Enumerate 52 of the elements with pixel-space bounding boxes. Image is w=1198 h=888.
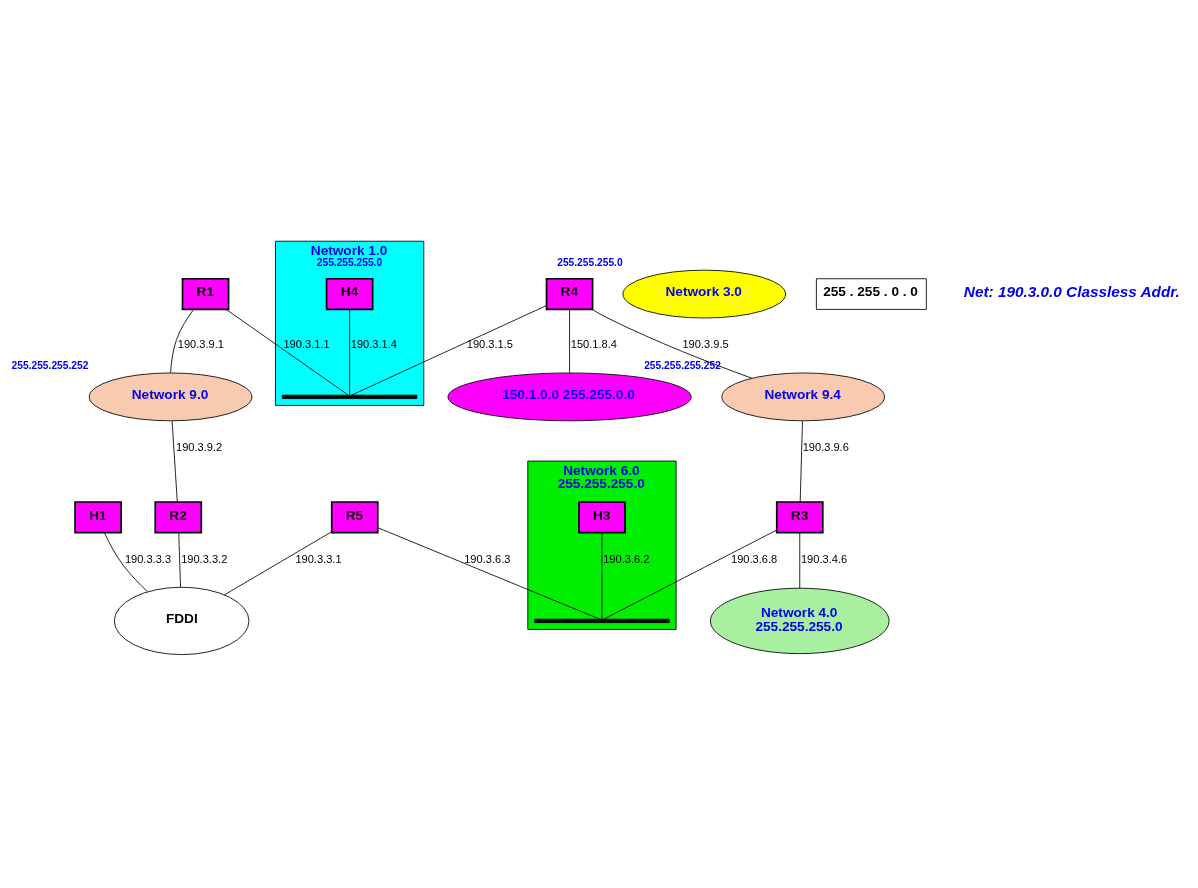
node-box: 255 . 255 . 0 . 0	[815, 277, 927, 310]
edge-label: 190.3.3.2	[181, 552, 228, 565]
connector	[377, 526, 601, 620]
connector	[224, 531, 332, 595]
node-box: R1	[181, 277, 230, 310]
edge-label: 190.3.1.4	[350, 337, 398, 350]
connector	[799, 531, 801, 589]
node-ellipse: Network 9.4	[721, 372, 885, 421]
edge-label: 190.3.9.6	[802, 440, 849, 453]
node-box: R4	[545, 277, 594, 310]
label: Net: 190.3.0.0 Classless Addr.	[963, 282, 1180, 300]
connector	[171, 420, 178, 502]
node-box: H4	[325, 277, 374, 310]
connector	[226, 308, 349, 395]
connector	[569, 308, 570, 373]
connector	[103, 531, 148, 592]
node-ellipse: Network 4.0 255.255.255.0	[710, 587, 890, 654]
connector	[351, 304, 547, 396]
edge-label: 150.1.8.4	[570, 337, 617, 350]
edge-label: 190.3.4.6	[800, 552, 848, 565]
connector	[349, 308, 351, 395]
edge-label: 190.3.1.1	[283, 337, 330, 350]
node-box: R3	[775, 500, 824, 534]
connector	[178, 531, 181, 588]
node-label: 255.255.255.0	[316, 256, 383, 268]
node-box: R5	[330, 500, 379, 534]
edge-label: 190.3.6.3	[464, 552, 511, 565]
node-label: 255.255.255.252	[644, 359, 721, 371]
node-bar	[534, 618, 670, 623]
edge-label: 190.3.6.2	[603, 552, 650, 565]
edge-label: 190.3.1.5	[466, 337, 513, 350]
edge-label: 190.3.6.8	[731, 552, 778, 565]
connector	[603, 529, 778, 620]
node-ellipse: Network 9.0	[88, 372, 253, 421]
edge-label: 190.3.9.2	[176, 440, 223, 453]
node-ellipse: Network 3.0	[622, 269, 787, 318]
node-ellipse: 150.1.0.0 255.255.0.0	[447, 372, 692, 421]
node-label: 255.255.255.252	[11, 359, 89, 371]
node-label: 255.255.255.0	[557, 256, 623, 268]
edge-label: 190.3.9.1	[177, 337, 224, 350]
connector	[601, 531, 603, 619]
connector	[799, 420, 803, 502]
node-box: H1	[74, 500, 122, 534]
node-bar	[281, 394, 418, 399]
connector	[591, 308, 753, 379]
edge-label: 190.3.3.3	[124, 552, 172, 565]
node-box: R2	[154, 500, 203, 534]
connector	[170, 308, 194, 373]
edge-label: 190.3.3.1	[295, 552, 342, 565]
edge-label: 190.3.9.5	[682, 337, 729, 350]
node-ellipse: FDDI	[113, 586, 250, 655]
node-box: H3	[578, 500, 626, 534]
